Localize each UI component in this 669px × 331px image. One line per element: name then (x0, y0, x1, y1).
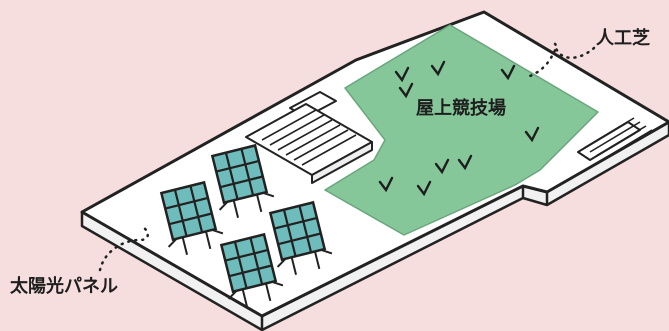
solar-panel-icon (268, 200, 333, 275)
grass-tuft-icon (434, 158, 450, 175)
turf-leader-line (528, 42, 596, 78)
grass-tuft-icon (500, 64, 516, 81)
turf-field (324, 24, 599, 236)
grass-tuft-icon (378, 176, 394, 193)
grass-tuft-icon (457, 154, 473, 171)
side-staircase (577, 117, 653, 161)
label-solar-panels: 太陽光パネル (10, 276, 118, 297)
grass-tuft-icon (416, 180, 432, 197)
staircase-icon (245, 91, 373, 184)
grass-tuft-icon (394, 66, 410, 83)
solar-panel-icon (210, 143, 275, 218)
stair-steps (261, 109, 357, 166)
solar-panels (159, 143, 333, 307)
grass-tufts (378, 60, 540, 197)
label-artificial-turf: 人工芝 (596, 28, 650, 49)
solar-panel-icon (219, 232, 284, 307)
label-rooftop-arena: 屋上競技場 (416, 98, 506, 119)
solar-leader-line (98, 224, 149, 272)
grass-tuft-icon (430, 60, 446, 77)
solar-panel-icon (159, 180, 224, 255)
grass-tuft-icon (398, 82, 414, 99)
stair-housing-side (311, 141, 373, 184)
roof-slab-side (80, 120, 669, 331)
grass-tuft-icon (524, 126, 540, 143)
